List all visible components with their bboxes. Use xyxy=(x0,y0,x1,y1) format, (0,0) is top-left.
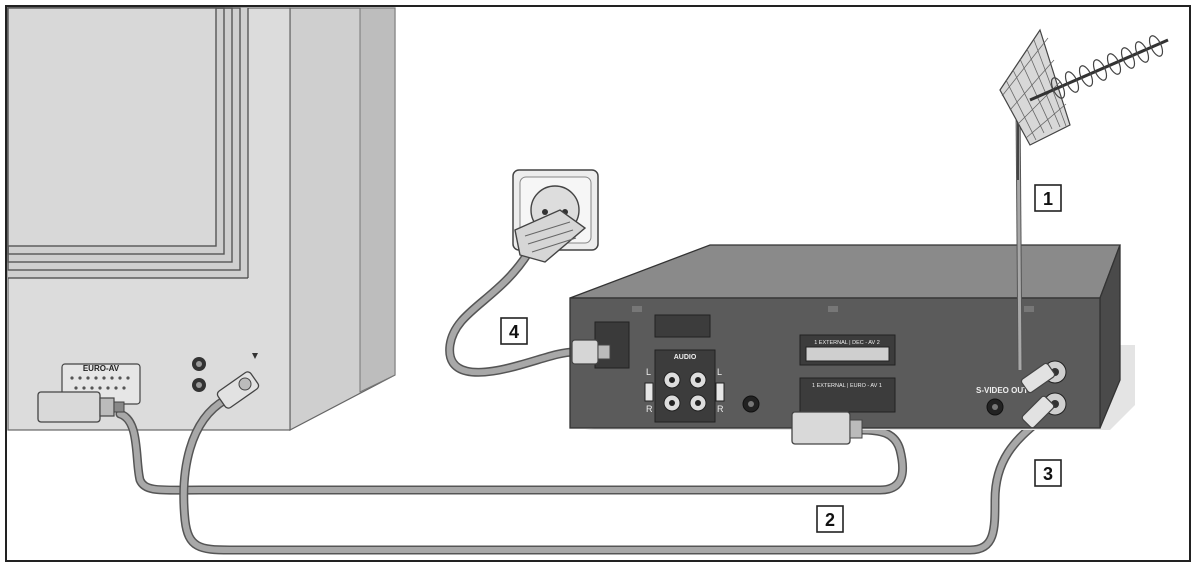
audio-left-label: L xyxy=(646,367,651,377)
callout-3: 3 xyxy=(1035,460,1061,486)
television: EURO-AV xyxy=(8,8,395,430)
scart-top-label: 1 EXTERNAL | DEC - AV 2 xyxy=(814,340,880,346)
callout-2-number: 2 xyxy=(825,510,835,530)
audio-right-label-2: R xyxy=(717,404,724,414)
callout-4-number: 4 xyxy=(509,322,519,342)
callout-1-number: 1 xyxy=(1043,189,1053,209)
svideo-label: S-VIDEO OUT xyxy=(976,386,1028,395)
audio-right-label: R xyxy=(646,404,653,414)
callout-4: 4 xyxy=(501,318,527,344)
audio-left-label-2: L xyxy=(717,367,722,377)
vcr-audio-block: AUDIO L R L R xyxy=(645,350,724,422)
vcr: AUDIO L R L R 1 EXTERNAL | DEC - AV 2 1 … xyxy=(570,245,1135,444)
callout-1: 1 xyxy=(1035,185,1061,211)
tv-screen xyxy=(8,8,248,278)
scart-bottom-label: 1 EXTERNAL | EURO - AV 1 xyxy=(812,383,882,389)
euro-av-label: EURO-AV xyxy=(83,364,120,373)
tv-side-edge xyxy=(360,8,395,392)
callout-2: 2 xyxy=(817,506,843,532)
callout-3-number: 3 xyxy=(1043,464,1053,484)
vcr-label-plate xyxy=(655,315,710,337)
audio-label: AUDIO xyxy=(674,354,697,361)
